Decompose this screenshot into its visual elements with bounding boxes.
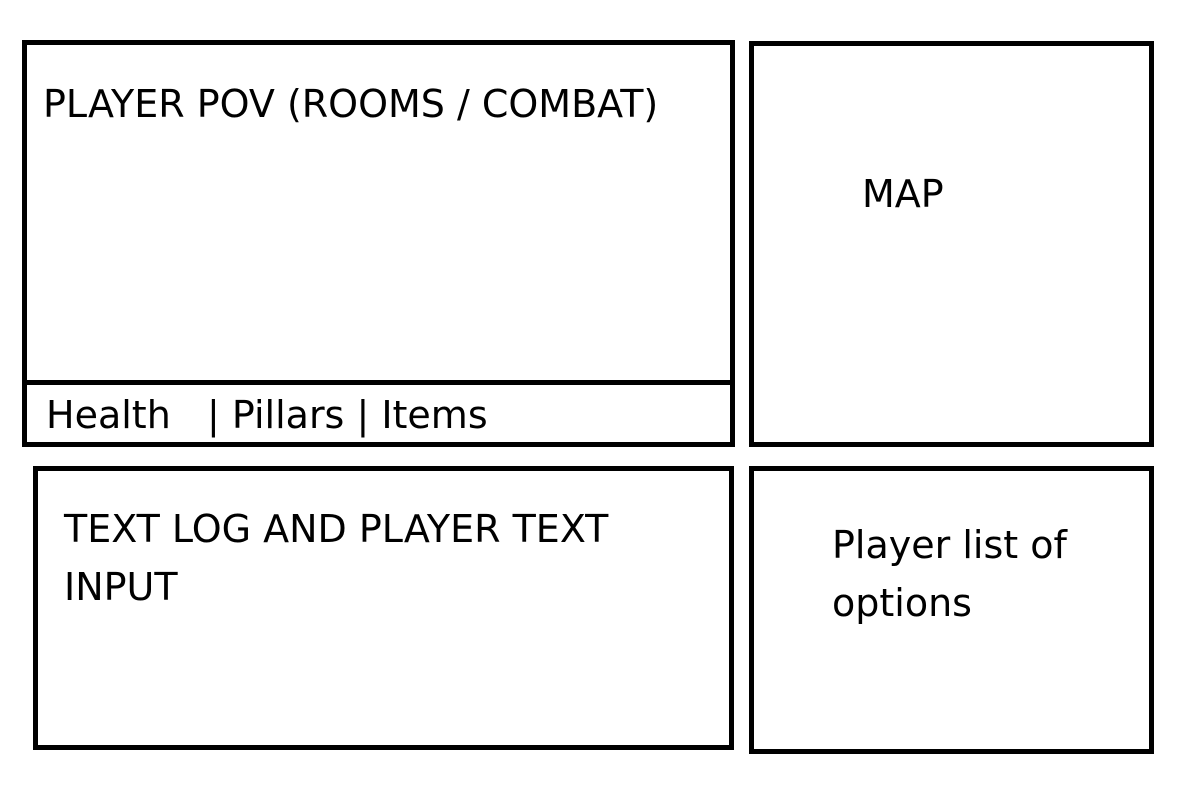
- text-log-panel: TEXT LOG AND PLAYER TEXT INPUT: [33, 466, 734, 750]
- map-panel: MAP: [749, 41, 1154, 447]
- status-bar-label: Health | Pillars | Items: [46, 393, 488, 437]
- text-log-label: TEXT LOG AND PLAYER TEXT INPUT: [64, 507, 609, 609]
- options-label: Player list of options: [832, 523, 1067, 625]
- options-panel: Player list of options: [749, 466, 1154, 754]
- status-bar-divider: [27, 380, 730, 385]
- map-label: MAP: [862, 172, 944, 216]
- player-pov-panel: PLAYER POV (ROOMS / COMBAT) Health | Pil…: [22, 40, 735, 447]
- player-pov-label: PLAYER POV (ROOMS / COMBAT): [43, 82, 659, 126]
